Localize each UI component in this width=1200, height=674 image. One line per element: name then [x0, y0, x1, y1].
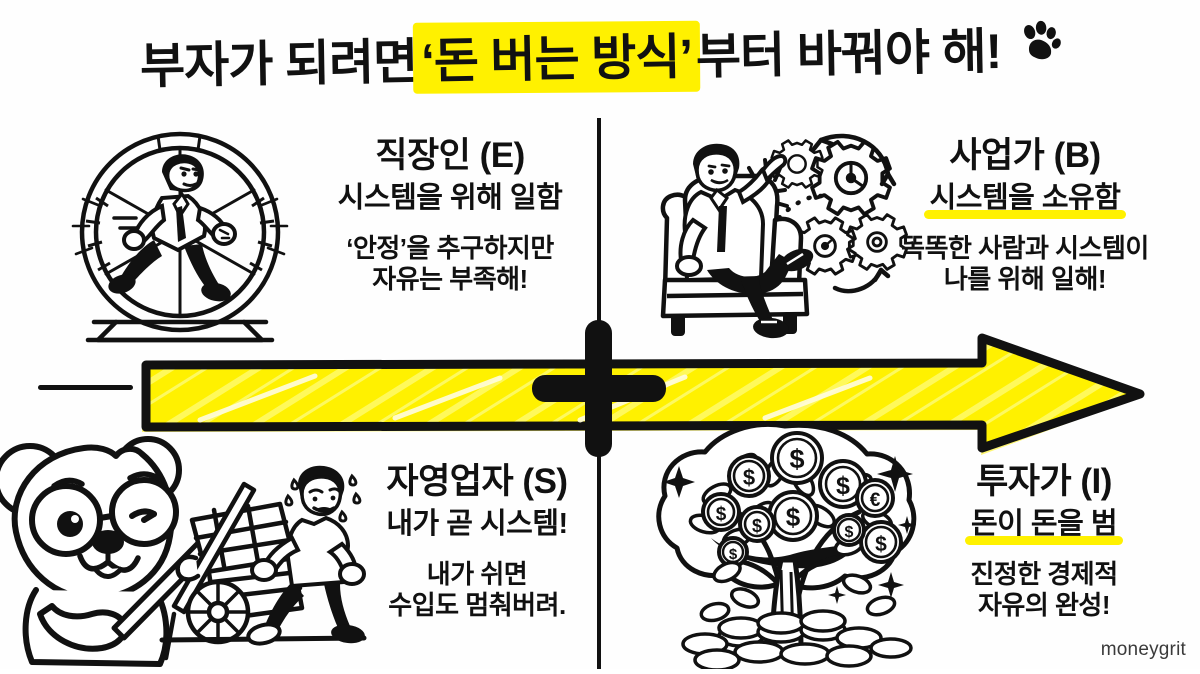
title-highlight: ‘돈 버는 방식’: [416, 17, 696, 93]
paw-print-icon: [1016, 18, 1061, 75]
quadrant-business-owner-note: 똑똑한 사람과 시스템이 나를 위해 일해!: [872, 233, 1178, 296]
money-tree-coins-illustration: $ $ $ $ $ $ € $ $ $: [645, 420, 925, 672]
svg-text:$: $: [786, 502, 801, 532]
svg-text:$: $: [729, 546, 738, 563]
man-pulling-loaded-cart-illustration: [152, 462, 367, 662]
svg-text:$: $: [789, 444, 804, 474]
quadrant-employee-title: 직장인 (E): [375, 136, 525, 175]
quadrant-self-employed-note-line1: 내가 쉬면: [426, 558, 528, 589]
quadrant-employee-note: ‘안정’을 추구하지만 자유는 부족해!: [300, 233, 600, 296]
divider-vertical-bottom: [597, 432, 601, 669]
quadrant-self-employed-note: 내가 쉬면 수입도 멈춰버려.: [352, 559, 602, 622]
title-part-2: 부터 바꿔야 해!: [695, 24, 1001, 84]
svg-text:$: $: [845, 524, 854, 541]
quadrant-employee-text: 직장인 (E) 시스템을 위해 일함 ‘안정’을 추구하지만 자유는 부족해!: [300, 136, 600, 296]
svg-text:$: $: [743, 465, 755, 490]
businessman-armchair-gears-illustration: [645, 128, 910, 353]
svg-text:€: €: [870, 490, 881, 511]
svg-text:$: $: [836, 472, 850, 500]
page-title: 부자가 되려면 ‘돈 버는 방식’ 부터 바꿔야 해!: [139, 10, 1061, 97]
quadrant-employee-subtitle: 시스템을 위해 일함: [337, 182, 563, 215]
quadrant-self-employed-title: 자영업자 (S): [386, 462, 568, 501]
quadrant-business-owner-subtitle: 시스템을 소유함: [923, 182, 1127, 220]
quadrant-cross-horizontal: [532, 375, 666, 402]
quadrant-business-owner-note-line1: 똑똑한 사람과 시스템이: [901, 232, 1149, 263]
hamster-wheel-businessman-illustration: [58, 126, 303, 351]
quadrant-employee-note-line1: ‘안정’을 추구하지만: [346, 232, 554, 263]
divider-horizontal-left-stub: [38, 385, 133, 390]
quadrant-investor-note-line1: 진정한 경제적: [970, 558, 1118, 589]
svg-text:$: $: [752, 516, 762, 536]
quadrant-business-owner-title: 사업가 (B): [949, 136, 1101, 175]
quadrant-business-owner-text: 사업가 (B) 시스템을 소유함 똑똑한 사람과 시스템이 나를 위해 일해!: [872, 136, 1178, 296]
svg-text:$: $: [875, 533, 887, 556]
quadrant-self-employed-subtitle: 내가 곧 시스템!: [386, 508, 568, 541]
quadrant-investor-note-line2: 자유의 완성!: [978, 590, 1110, 621]
quadrant-investor-subtitle: 돈이 돈을 범: [964, 508, 1124, 546]
svg-text:$: $: [716, 504, 727, 525]
quadrant-self-employed-text: 자영업자 (S) 내가 곧 시스템! 내가 쉬면 수입도 멈춰버려.: [352, 462, 602, 622]
title-banner: 부자가 되려면 ‘돈 버는 방식’ 부터 바꿔야 해!: [0, 14, 1200, 94]
watermark: moneygrit: [1100, 639, 1186, 660]
quadrant-business-owner-note-line2: 나를 위해 일해!: [943, 264, 1107, 295]
quadrant-employee-note-line2: 자유는 부족해!: [372, 264, 528, 295]
title-part-1: 부자가 되려면: [139, 34, 418, 94]
quadrant-investor-text: 투자가 (I) 돈이 돈을 범 진정한 경제적 자유의 완성!: [908, 462, 1180, 622]
quadrant-investor-title: 투자가 (I): [976, 462, 1112, 501]
quadrant-self-employed-note-line2: 수입도 멈춰버려.: [388, 590, 566, 621]
divider-vertical-top: [597, 118, 601, 358]
quadrant-investor-note: 진정한 경제적 자유의 완성!: [908, 559, 1180, 622]
